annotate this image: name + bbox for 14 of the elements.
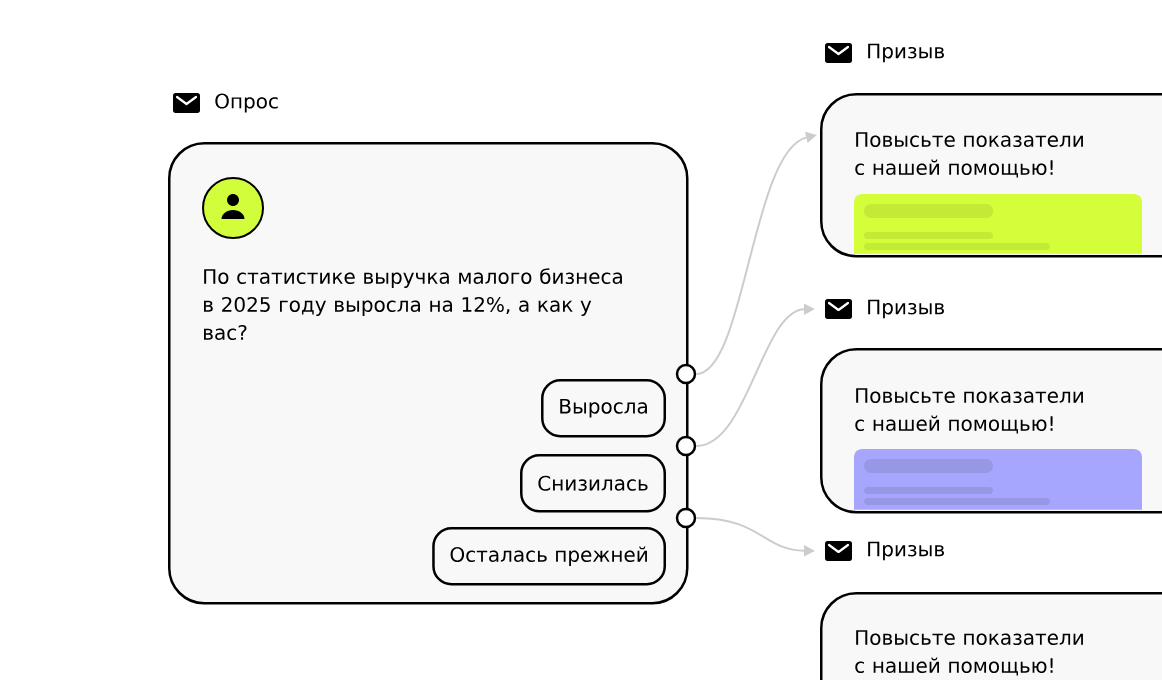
connection-port bbox=[675, 507, 697, 529]
message-text: Повысьте показатели с нашей помощью! bbox=[855, 132, 1083, 178]
connection-port bbox=[675, 435, 697, 457]
answer-button: Осталась прежней bbox=[432, 527, 666, 586]
message-text: Повысьте показатели с нашей помощью! bbox=[855, 630, 1083, 676]
heading: Призыв bbox=[868, 299, 944, 319]
message-text: Повысьте показатели с нашей помощью! bbox=[855, 388, 1083, 434]
heading: Призыв bbox=[868, 43, 944, 63]
heading: Призыв bbox=[868, 541, 944, 561]
heading: Опрос bbox=[215, 93, 278, 113]
answer-button: Снизилась bbox=[520, 454, 666, 513]
connection-port bbox=[675, 363, 697, 385]
message-text: По статистике выручка малого бизнеса в 2025 году выросла на 12%, а как у вас? bbox=[204, 268, 622, 340]
answer-button: Выросла bbox=[541, 379, 666, 438]
